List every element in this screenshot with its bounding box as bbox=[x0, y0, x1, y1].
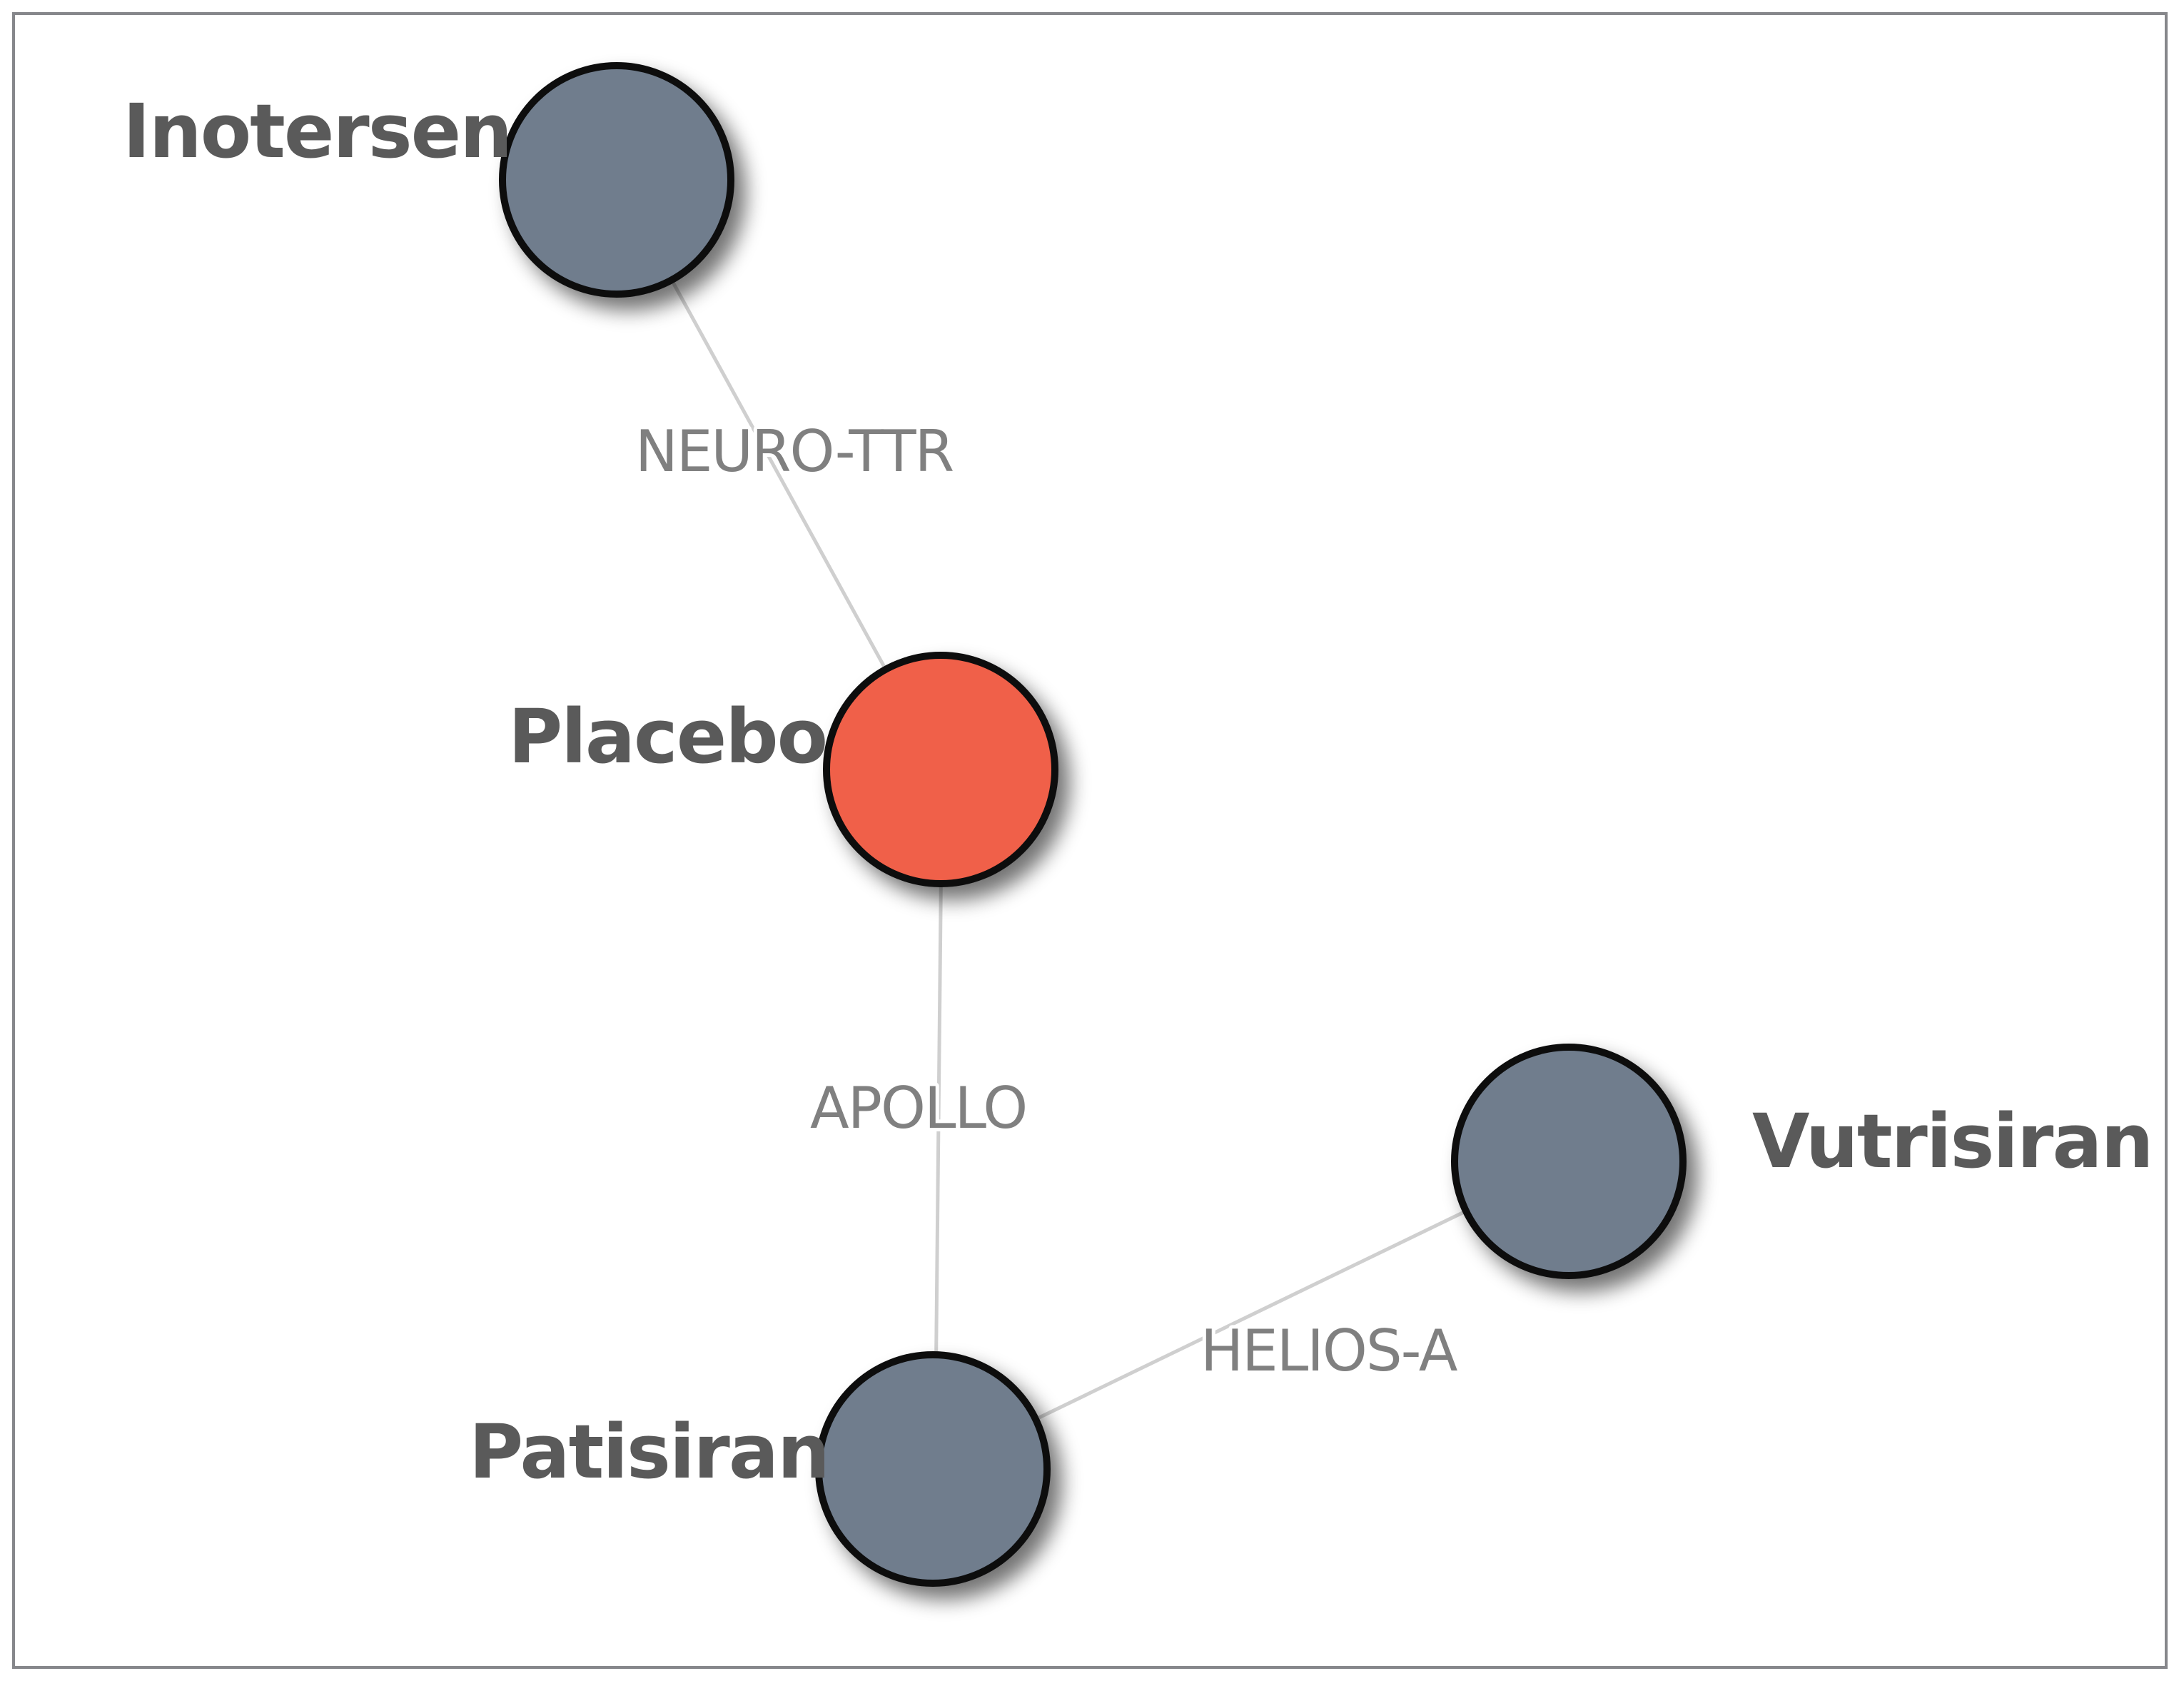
nodes-layer bbox=[499, 62, 1687, 1587]
edge-labels-layer: NEURO-TTR APOLLO HELIOS-A bbox=[632, 415, 1463, 1388]
node-inotersen[interactable] bbox=[499, 62, 734, 298]
edges-layer bbox=[615, 178, 1570, 1471]
node-vutrisiran[interactable] bbox=[1451, 1044, 1687, 1279]
node-labels-layer: Inotersen Placebo Patisiran Vutrisiran bbox=[123, 88, 2154, 1495]
node-label-vutrisiran: Vutrisiran bbox=[1752, 1098, 2153, 1185]
node-label-inotersen: Inotersen bbox=[123, 88, 511, 175]
node-label-patisiran: Patisiran bbox=[469, 1408, 829, 1495]
edge-label-apollo: APOLLO bbox=[810, 1075, 1026, 1141]
node-patisiran[interactable] bbox=[815, 1351, 1051, 1587]
edge-label-neuro-ttr: NEURO-TTR bbox=[635, 418, 954, 485]
edge-label-helios-a: HELIOS-A bbox=[1200, 1318, 1458, 1384]
node-placebo[interactable] bbox=[823, 652, 1058, 887]
node-label-placebo: Placebo bbox=[508, 693, 826, 780]
